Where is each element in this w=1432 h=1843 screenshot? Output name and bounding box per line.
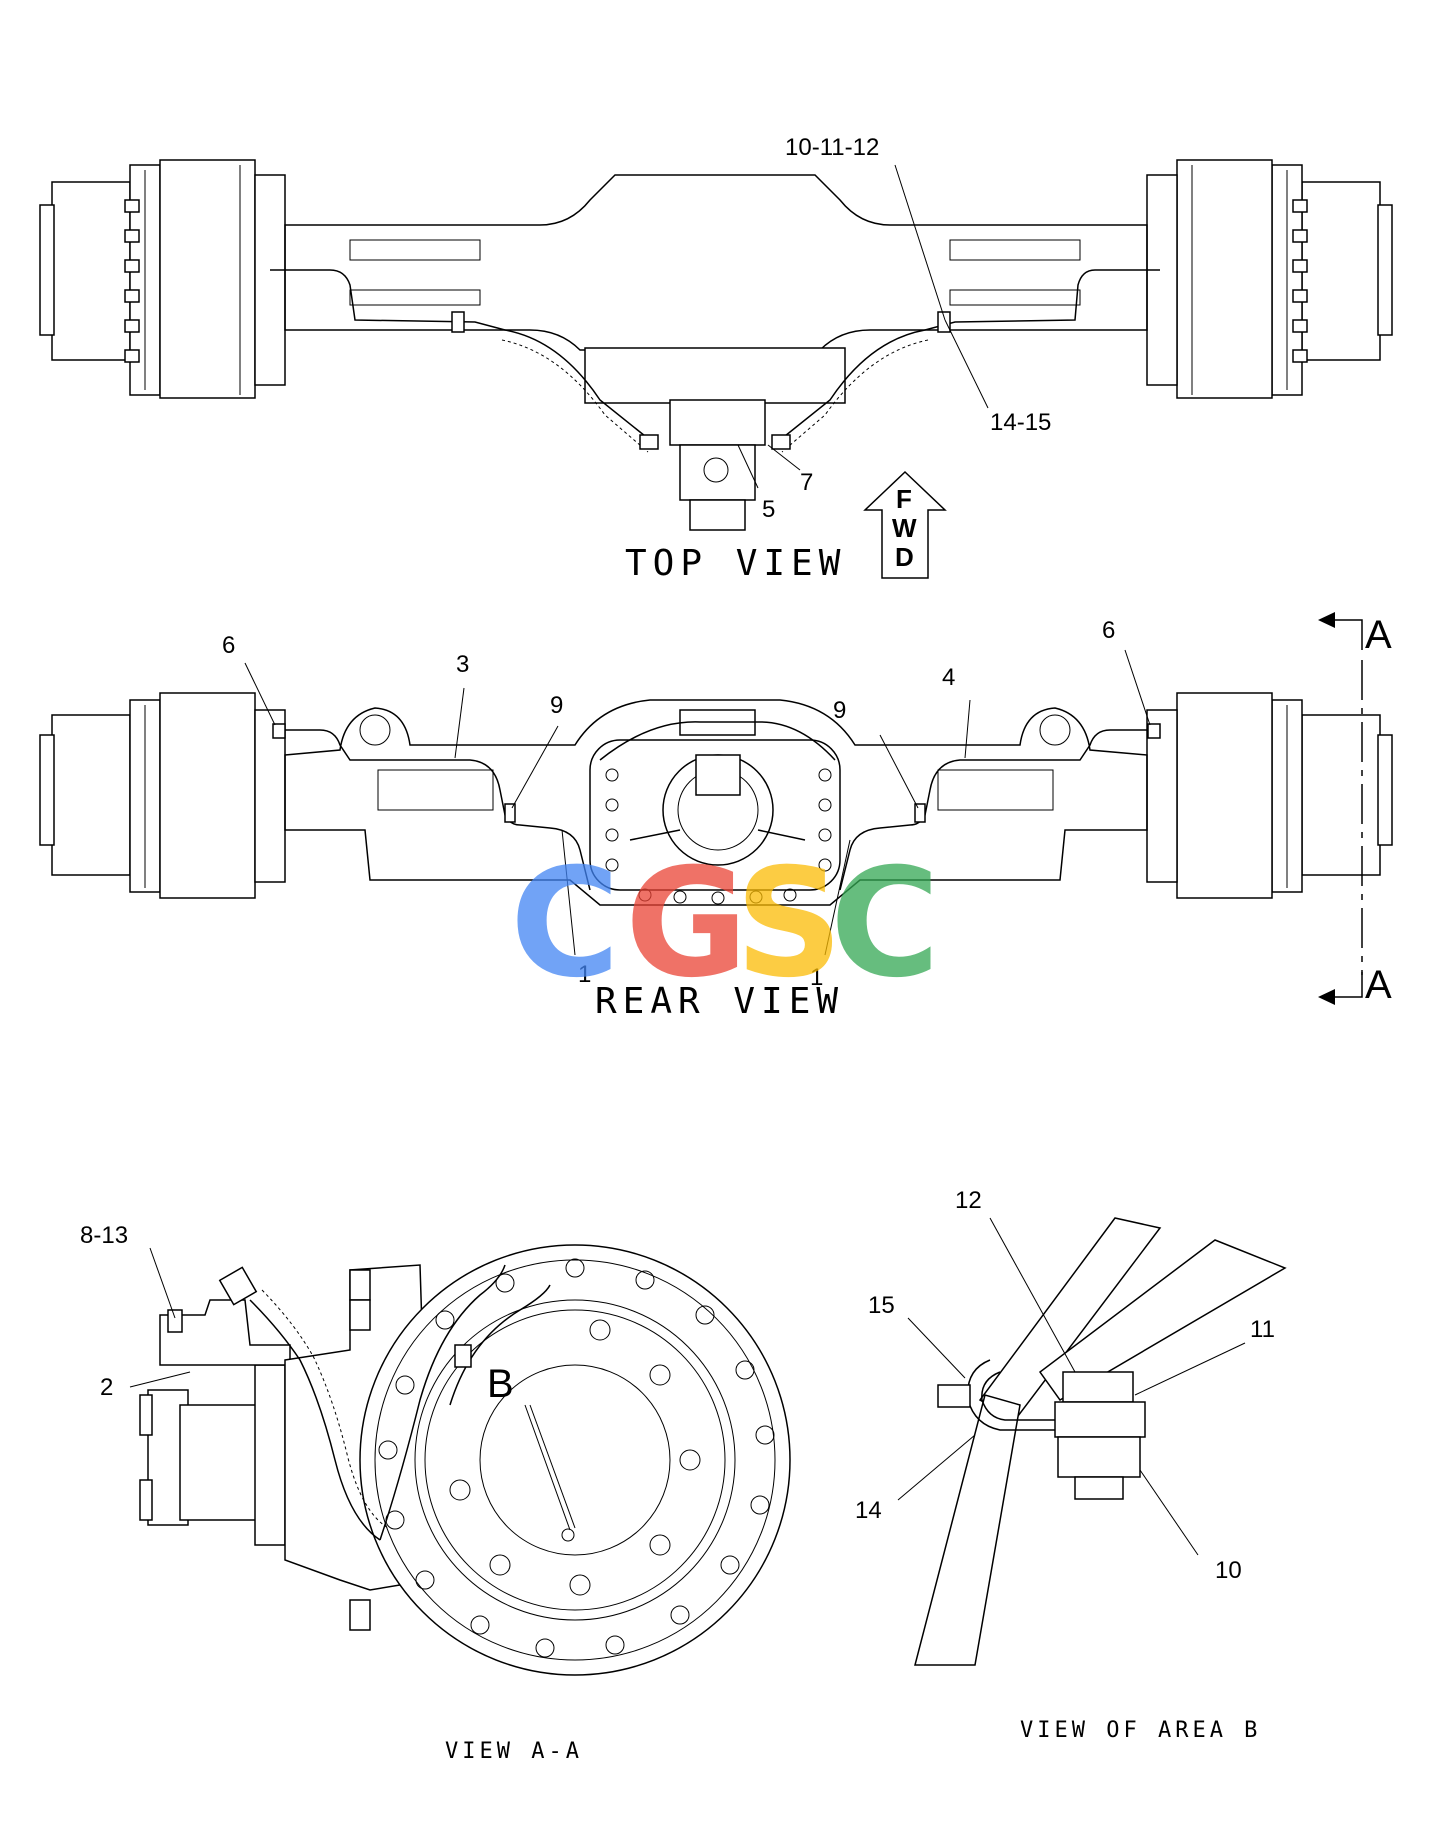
axle-housing-top [284,174,1148,351]
left-wheel-hub-rear [39,692,286,899]
top-view-title: TOP VIEW [625,543,846,584]
callout-10: 10 [1215,1557,1242,1584]
right-wheel-hub-top [1146,159,1393,399]
callout-4: 4 [942,664,955,691]
callout-14-15: 14-15 [990,409,1051,436]
fwd-arrow-icon: F W D [863,470,947,579]
callout-11: 11 [1250,1316,1275,1343]
callout-12: 12 [955,1187,982,1214]
fwd-letter-d: D [895,542,914,572]
callout-6-left: 6 [222,632,235,659]
fwd-letter-w: W [892,513,917,543]
watermark-letter-c2: C [830,837,940,1011]
view-of-area-b: 12 11 15 14 10 VIEW OF AREA B [855,1187,1287,1743]
tube-upper-right-b [1038,1239,1287,1401]
hose-aa [249,1299,381,1541]
bolt-circle-rear [605,768,832,905]
tube-right-rear [839,729,1158,891]
callout-1-right: 1 [810,964,823,991]
clamp-tab-b [937,1384,971,1408]
clip-left-top [451,311,465,333]
rear-view-title: REAR VIEW [595,981,844,1022]
callout-7: 7 [800,469,813,496]
callout-9-right: 9 [833,697,846,724]
callout-1-left: 1 [578,961,591,988]
top-view: 10-11-12 14-15 5 7 F W D TOP VIEW [39,134,1393,584]
hose-left-top [270,269,651,441]
callout-15: 15 [868,1292,895,1319]
watermark-letter-g: G [625,837,748,1011]
nut-b [1057,1436,1141,1478]
callout-5: 5 [762,496,775,523]
watermark-letter-c1: C [510,837,620,1011]
view-a-a-title: VIEW A-A [445,1739,583,1764]
callout-8-13: 8-13 [80,1222,128,1249]
tube-left-rear [275,729,591,891]
callout-10-11-12: 10-11-12 [785,134,879,161]
callout-14: 14 [855,1497,882,1524]
callout-2: 2 [100,1374,113,1401]
bolt-head-b [1062,1371,1134,1403]
tube-lower-b [914,1394,1021,1666]
clip-aa [454,1344,472,1368]
view-a-a: B 8-13 2 VIEW A-A [80,1222,791,1764]
callout-3: 3 [456,651,469,678]
section-label-a-bottom: A [1365,963,1392,1007]
watermark-letter-s: S [735,837,843,1011]
rear-view: 6 6 3 4 9 9 1 1 A A C G S C REAR VIEW [39,612,1393,1022]
left-wheel-hub-top [39,159,286,399]
callout-9-left: 9 [550,692,563,719]
right-wheel-hub-rear [1146,692,1393,899]
detail-label-b: B [487,1362,514,1406]
section-label-a-top: A [1365,613,1392,657]
callout-6-right: 6 [1102,617,1115,644]
section-a-marker: A A [1318,612,1392,1007]
ring-bolts-aa [378,1258,775,1658]
differential-top [584,347,846,531]
hose-right-top [779,269,1160,441]
view-of-area-b-title: VIEW OF AREA B [1020,1718,1261,1743]
clip-right-top [937,311,951,333]
cgsc-watermark: C G S C [510,837,940,1011]
fwd-letter-f: F [896,484,912,514]
